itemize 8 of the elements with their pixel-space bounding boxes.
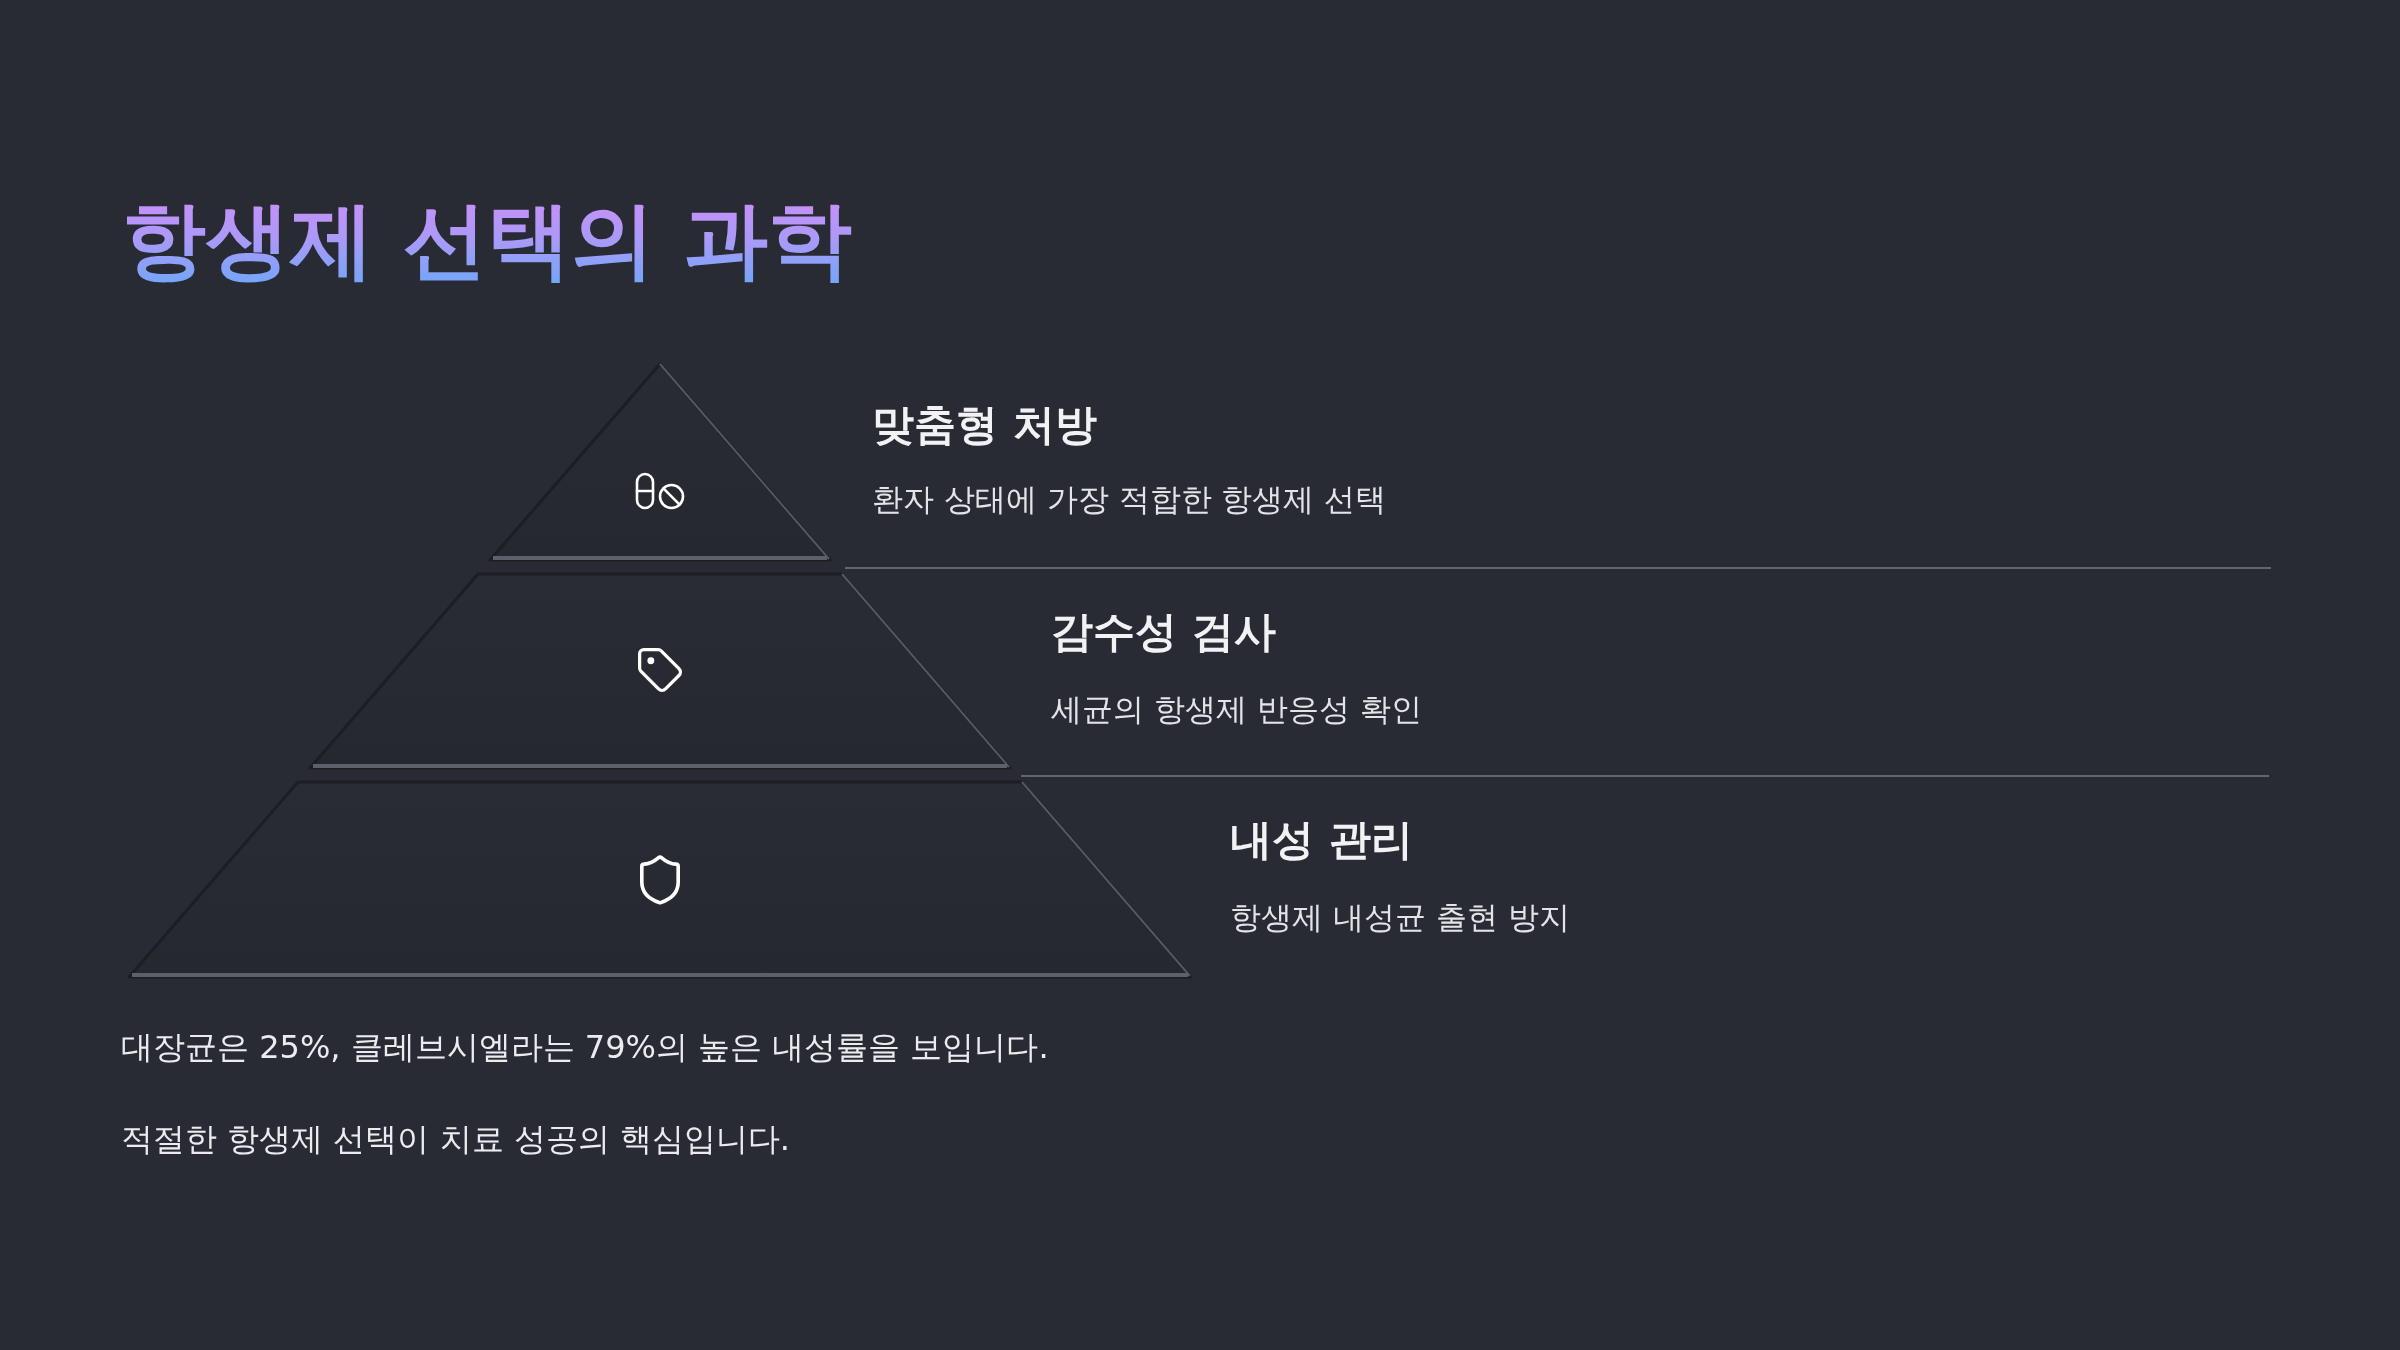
tier-description: 세균의 항생제 반응성 확인 [1051, 691, 1422, 729]
note-text: 적절한 항생제 선택이 치료 성공의 핵심입니다. [121, 1120, 791, 1159]
note-text: 대장균은 25%, 클레브시엘라는 79%의 높은 내성률을 보입니다. [121, 1028, 1049, 1067]
tier-description: 환자 상태에 가장 적합한 항생제 선택 [872, 481, 1387, 519]
tier-heading: 맞춤형 처방 [872, 400, 1097, 451]
tier-description: 항생제 내성균 출현 방지 [1230, 899, 1570, 937]
tier-heading: 내성 관리 [1230, 815, 1413, 866]
tier-heading: 감수성 검사 [1051, 607, 1276, 658]
